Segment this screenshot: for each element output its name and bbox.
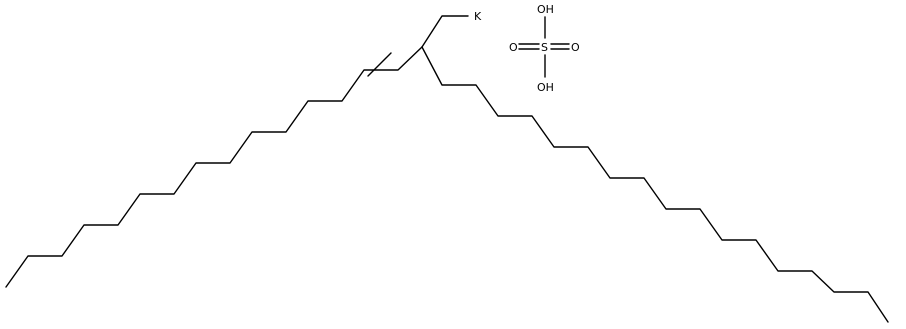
potassium-label: K xyxy=(474,10,482,23)
left-alkyl-chain xyxy=(5,46,423,288)
double-bond-line xyxy=(367,52,392,77)
oh-top-label: OH xyxy=(537,3,554,16)
oxygen-left-label: O xyxy=(509,41,518,54)
oh-bottom-label: OH xyxy=(537,81,554,94)
sulfur-label: S xyxy=(541,41,548,54)
oxygen-right-label: O xyxy=(571,41,580,54)
right-alkyl-chain xyxy=(421,46,889,323)
methylene-branch xyxy=(421,15,469,48)
